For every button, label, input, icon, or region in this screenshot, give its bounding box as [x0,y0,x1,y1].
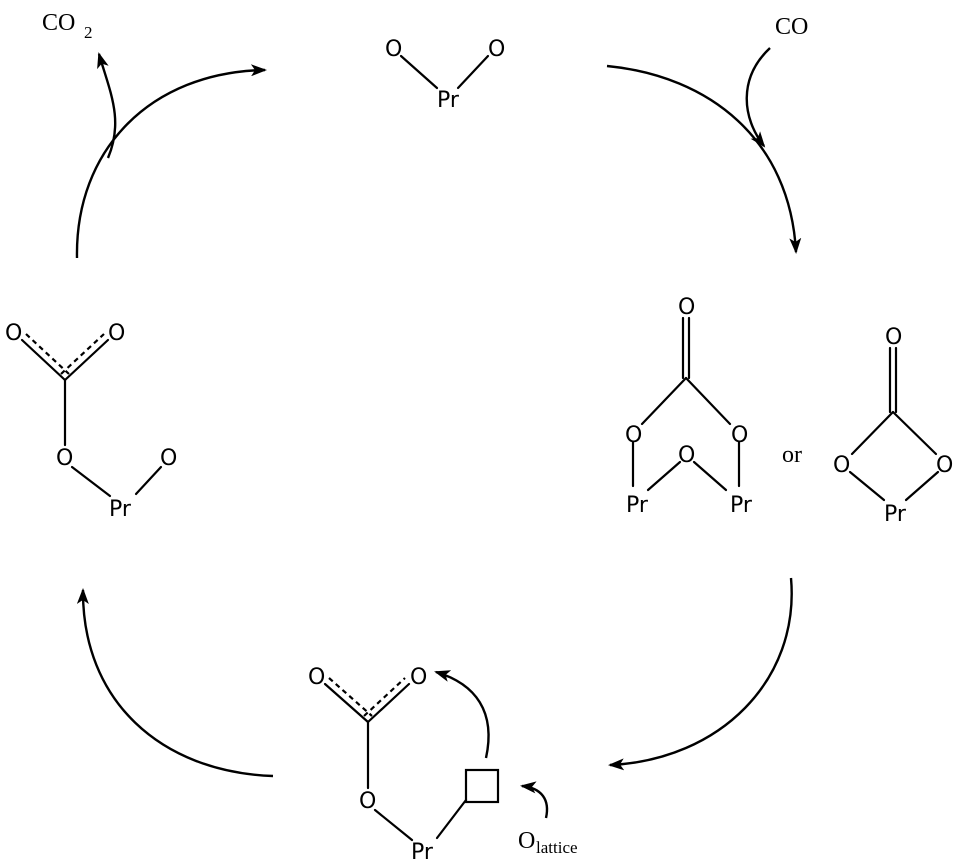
atom-o: O [885,325,902,350]
cycle-arrow-left-top [75,64,267,259]
atom-pr: Pr [437,88,460,113]
cycle-arrow-top-right [606,64,802,254]
atom-o: O [308,665,325,690]
cycle-arrow-right-bottom [608,577,793,771]
atom-o: O [678,443,695,468]
lattice-oxygen-label: O [518,828,535,854]
atom-o: O [488,37,505,62]
atom-pr: Pr [411,840,434,865]
species-chelate-carbonate: O O O Pr [833,325,953,527]
co2-label: CO [42,10,75,36]
lattice-oxygen-arrow [520,781,549,819]
cycle-arrow-bottom-left [76,588,274,778]
atom-pr: Pr [884,502,907,527]
species-bottom-vacancy: O O O Pr [308,665,500,865]
atom-o: O [731,423,748,448]
atom-o: O [108,321,125,346]
co2-release-arrow [97,52,117,159]
co-label: CO [775,14,808,40]
species-left-carboxylate: O O O O Pr [5,321,177,522]
atom-o: O [56,446,73,471]
atom-o: O [359,789,376,814]
atom-o: O [936,453,953,478]
species-top-pro2: O O Pr [385,37,505,113]
atom-o: O [410,665,427,690]
co-incoming-arrow [745,47,771,148]
atom-o: O [833,453,850,478]
atom-o: O [678,295,695,320]
atom-pr: Pr [626,493,649,518]
oxygen-vacancy-square [464,768,500,804]
atom-o: O [385,37,402,62]
species-bridged-carbonate: O O O O Pr Pr [625,295,753,518]
atom-pr: Pr [109,497,132,522]
atom-o: O [625,423,642,448]
atom-o: O [160,446,177,471]
or-connector: or [782,442,802,468]
vacancy-oxygen-transfer-arrow [434,670,490,759]
lattice-oxygen-subscript: lattice [536,838,578,857]
co2-subscript: 2 [84,23,93,42]
atom-o: O [5,321,22,346]
atom-pr: Pr [730,493,753,518]
